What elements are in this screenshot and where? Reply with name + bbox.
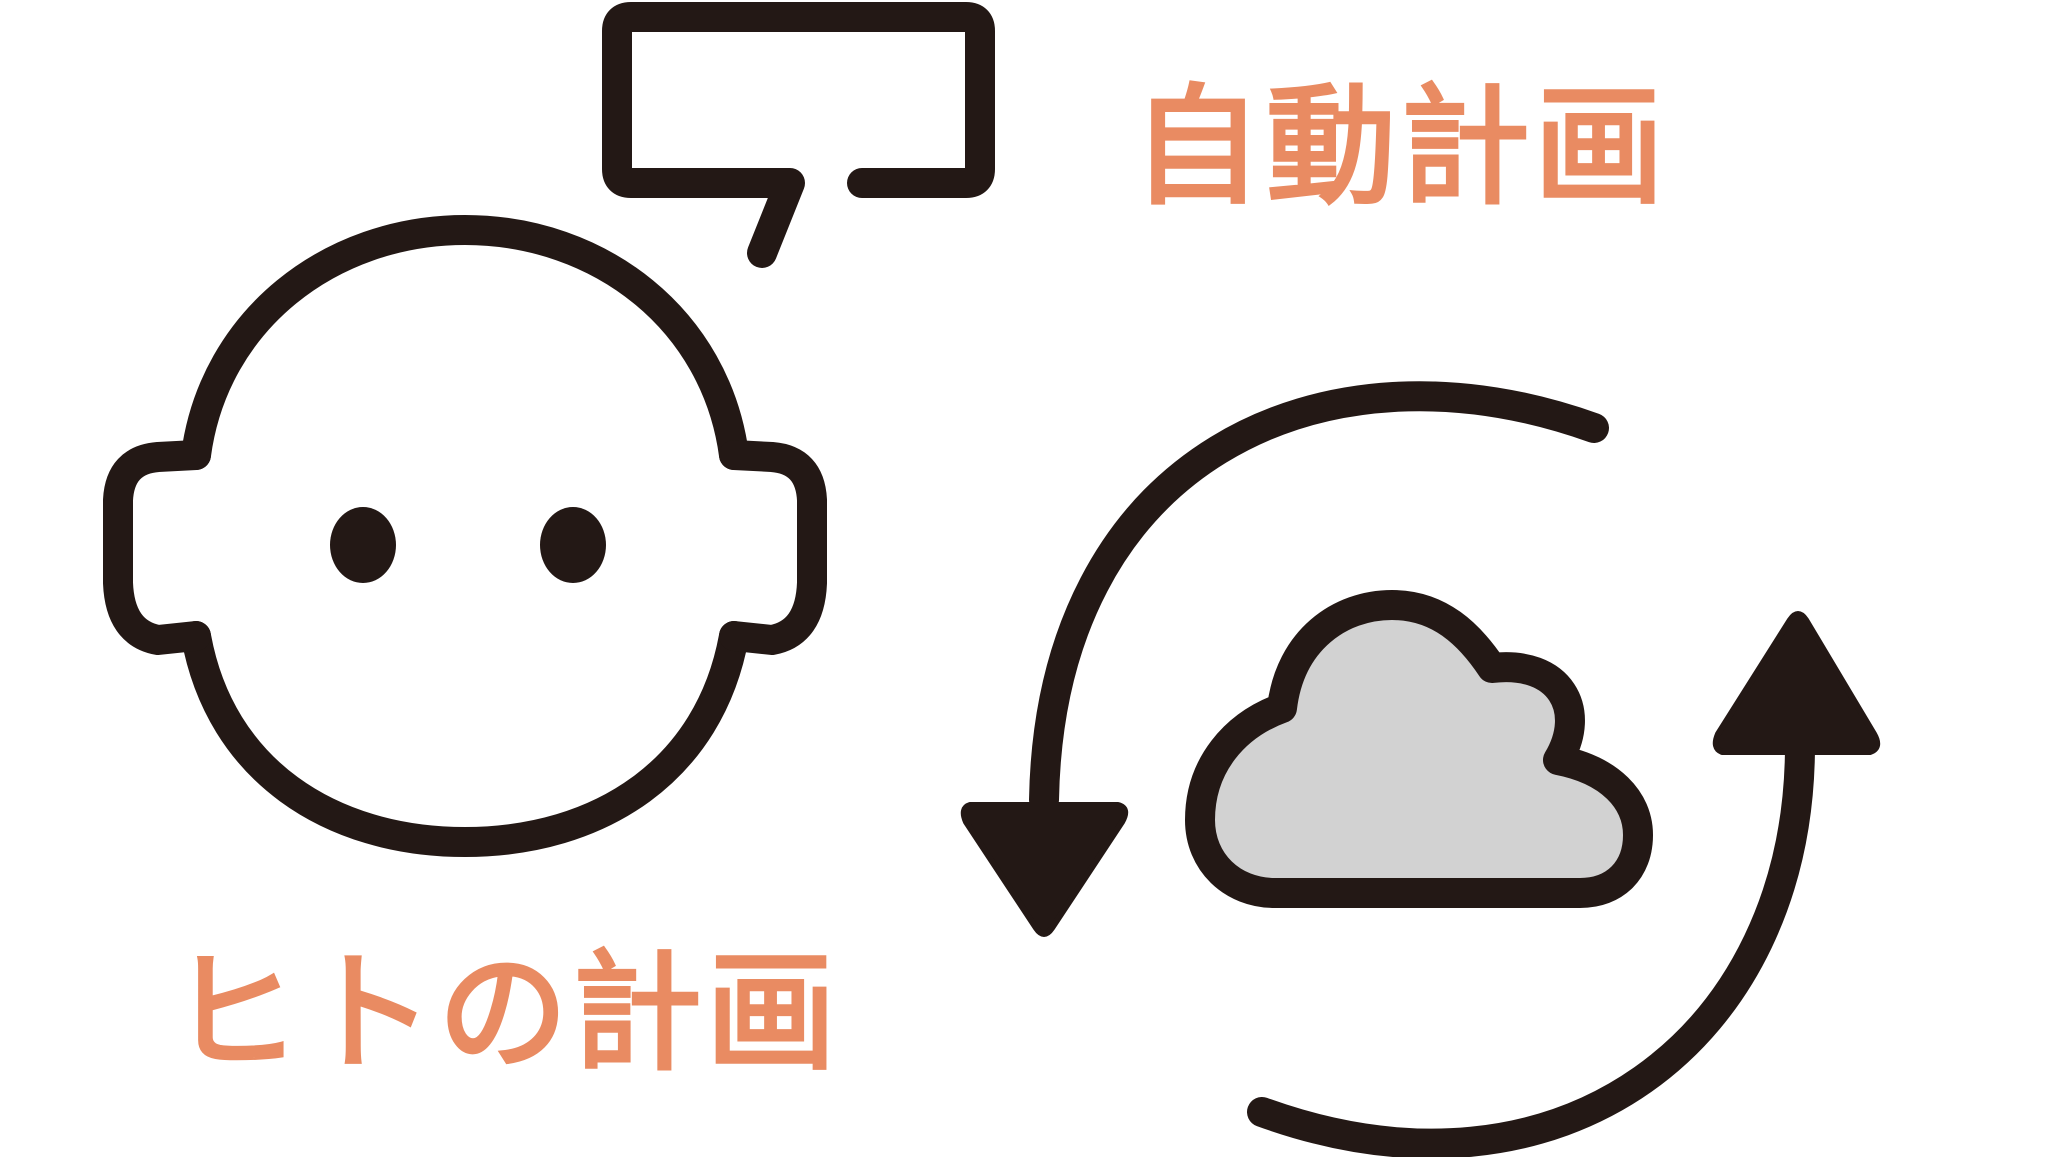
right-ear (719, 440, 827, 655)
human-planning-label: ヒトの計画 (170, 937, 841, 1089)
upper-arc-arrow (1029, 381, 1609, 815)
up-arrowhead (1712, 611, 1881, 755)
left-eye (330, 507, 396, 583)
lower-arc-arrow (1247, 730, 1815, 1159)
speech-bubble-icon (602, 2, 995, 268)
circular-arrows-icon (960, 381, 1881, 1159)
down-arrowhead (960, 802, 1129, 937)
cloud-icon (1185, 590, 1653, 908)
right-eye (540, 507, 606, 583)
person-head-icon (103, 215, 827, 857)
left-ear (103, 440, 211, 655)
automatic-planning-label: 自動計画 (1132, 71, 1669, 223)
